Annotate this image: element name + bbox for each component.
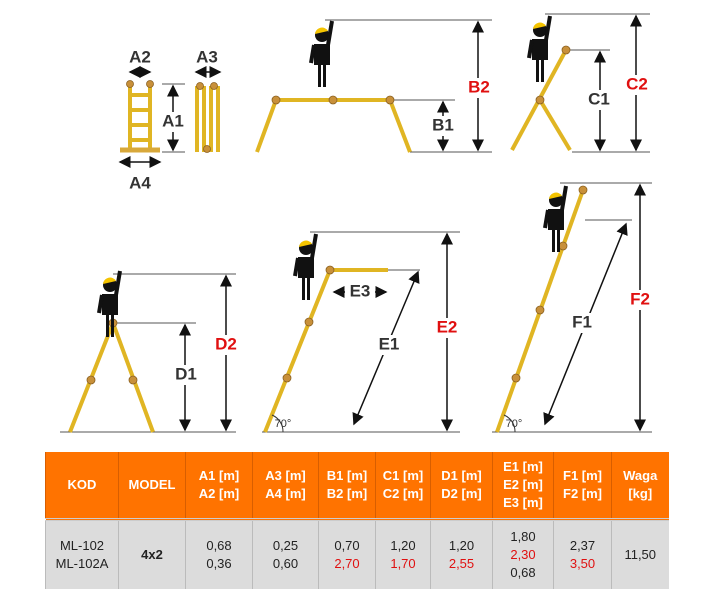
label-b1: B1 bbox=[432, 115, 454, 134]
label-d1: D1 bbox=[175, 364, 197, 383]
label-e3: E3 bbox=[350, 281, 371, 300]
header-waga: Waga[kg] bbox=[611, 452, 669, 521]
header-a3-a4: A3 [m]A4 [m] bbox=[252, 452, 319, 521]
table-header-row: KOD MODEL A1 [m]A2 [m] A3 [m]A4 [m] B1 [… bbox=[45, 452, 669, 521]
ladders bbox=[68, 49, 585, 433]
header-kod: KOD bbox=[45, 452, 119, 521]
cell-model: 4x2 bbox=[118, 519, 186, 589]
header-model: MODEL bbox=[118, 452, 186, 521]
label-e1: E1 bbox=[379, 334, 400, 353]
ladder-configurations-diagram: A2 A3 A1 A4 B2 B1 C2 C1 D2 D1 E2 E1 E3 F… bbox=[60, 13, 655, 433]
cell-waga: 11,50 bbox=[611, 519, 669, 589]
reference-lines bbox=[60, 13, 652, 433]
angle-label: 70° bbox=[506, 418, 523, 430]
angle-arc bbox=[503, 414, 516, 433]
angle-label: 70° bbox=[275, 418, 292, 430]
label-a1: A1 bbox=[162, 111, 184, 130]
label-b2: B2 bbox=[468, 77, 490, 96]
specifications-table: KOD MODEL A1 [m]A2 [m] A3 [m]A4 [m] B1 [… bbox=[45, 452, 669, 589]
label-f1: F1 bbox=[572, 312, 592, 331]
header-f1-f2: F1 [m]F2 [m] bbox=[553, 452, 612, 521]
header-b1-b2: B1 [m]B2 [m] bbox=[318, 452, 376, 521]
dimension-labels: A2 A3 A1 A4 B2 B1 C2 C1 D2 D1 E2 E1 E3 F… bbox=[129, 47, 655, 430]
label-d2: D2 bbox=[215, 334, 237, 353]
person-figures bbox=[97, 14, 568, 339]
label-a4: A4 bbox=[129, 173, 151, 192]
header-a1-a2: A1 [m]A2 [m] bbox=[185, 452, 253, 521]
label-c2: C2 bbox=[626, 74, 648, 93]
angle-arc bbox=[271, 414, 284, 433]
hinges bbox=[86, 45, 588, 385]
label-c1: C1 bbox=[588, 89, 610, 108]
label-f2: F2 bbox=[630, 289, 650, 308]
header-e1-e3: E1 [m]E2 [m]E3 [m] bbox=[492, 452, 554, 521]
label-a2: A2 bbox=[129, 47, 151, 66]
label-a3: A3 bbox=[196, 47, 218, 66]
header-c1-c2: C1 [m]C2 [m] bbox=[375, 452, 431, 521]
header-d1-d2: D1 [m]D2 [m] bbox=[430, 452, 493, 521]
label-e2: E2 bbox=[437, 317, 458, 336]
